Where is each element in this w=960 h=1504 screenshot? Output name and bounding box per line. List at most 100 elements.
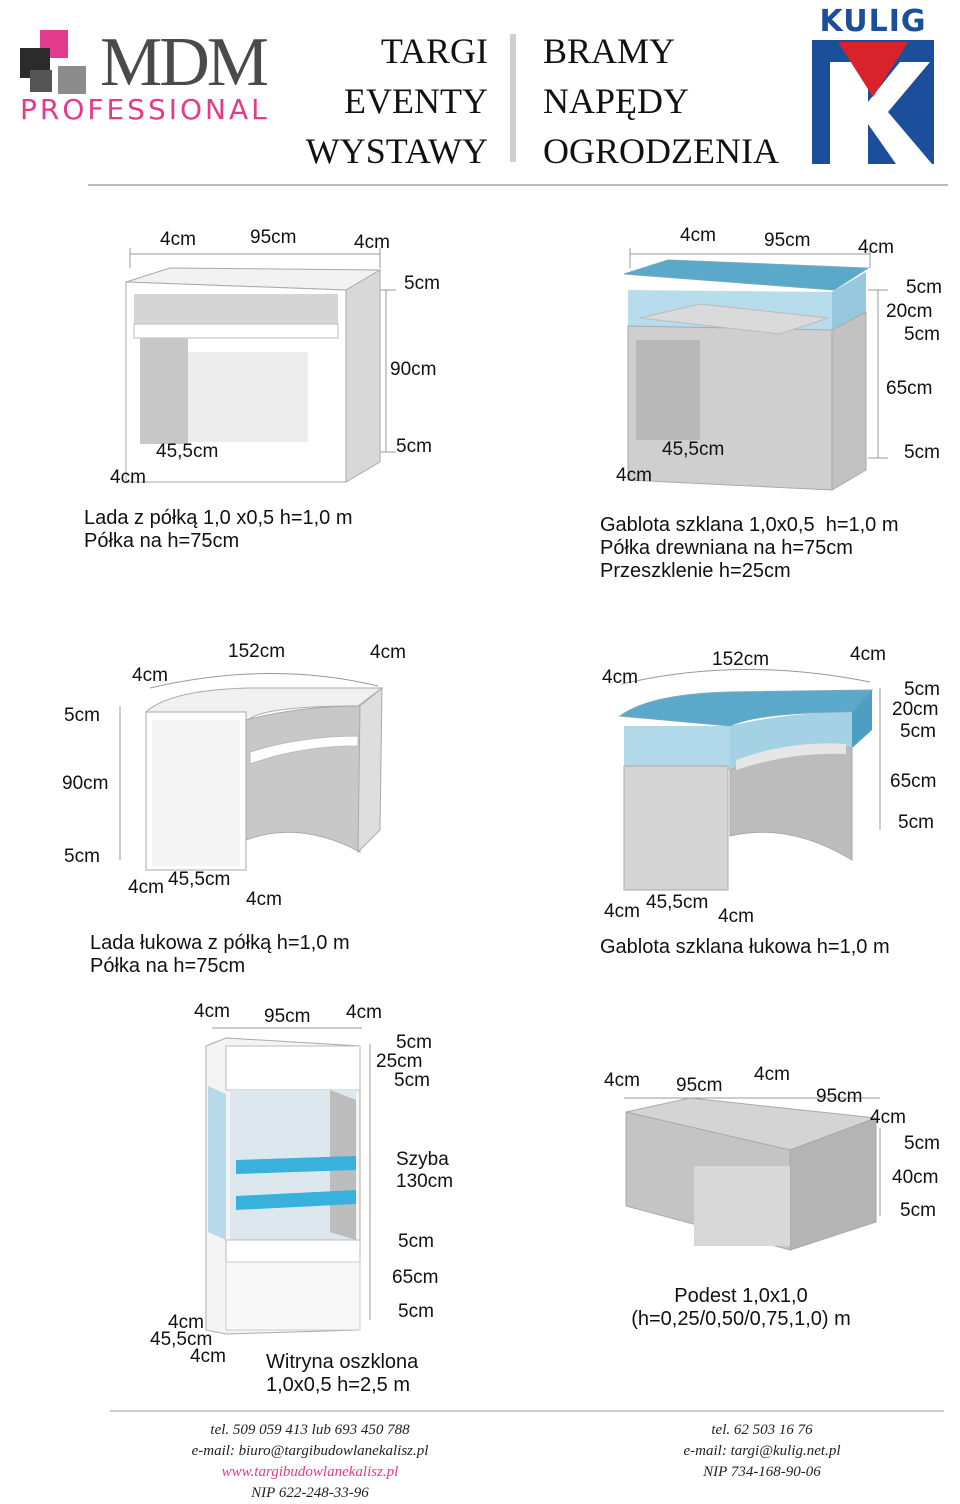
lada-dim-top-h: 5cm bbox=[404, 273, 440, 294]
ladaluk-dim-bottom-h: 5cm bbox=[64, 846, 100, 867]
witryna-dim-mid-h: 5cm bbox=[394, 1070, 430, 1091]
gablota-dim-main-w: 95cm bbox=[764, 230, 811, 251]
caption-line: Półka na h=75cm bbox=[84, 530, 240, 552]
gablota-dim-bottom-h: 5cm bbox=[904, 442, 940, 463]
header-right-line: OGRODZENIA bbox=[543, 131, 779, 171]
witryna-dim-edge-a: 4cm bbox=[168, 1312, 204, 1333]
footer-left-nip: NIP 622-248-33-96 bbox=[251, 1485, 369, 1501]
podest-dim-right-w: 4cm bbox=[870, 1107, 906, 1128]
gabluk-caption: Gablota szklana łukowa h=1,0 m bbox=[600, 936, 890, 959]
header-divider bbox=[88, 184, 948, 186]
footer-right-tel: tel. 62 503 16 76 bbox=[711, 1422, 813, 1438]
witryna-drawing bbox=[205, 1037, 361, 1335]
ladaluk-dim-edge-a: 4cm bbox=[128, 877, 164, 898]
witryna-dim-left-w: 4cm bbox=[194, 1001, 230, 1022]
ladaluk-dim-top-h: 5cm bbox=[64, 705, 100, 726]
header-left-line: TARGI bbox=[380, 31, 488, 71]
kulig-logo: KULIG bbox=[808, 2, 938, 166]
lada-dim-depth-edge: 4cm bbox=[110, 467, 146, 488]
witryna-dim-depth: 45,5cm bbox=[150, 1329, 213, 1350]
gablota-dim-glass-h: 20cm bbox=[886, 301, 933, 322]
gablota-dim-right-w: 4cm bbox=[858, 237, 894, 258]
witryna-dim-bottom-h: 5cm bbox=[398, 1301, 434, 1322]
header-left-list: TARGI EVENTY WYSTAWY bbox=[280, 26, 488, 176]
footer-left-email[interactable]: e-mail: biuro@targibudowlanekalisz.pl bbox=[191, 1443, 429, 1459]
witryna-dim-edge-b: 4cm bbox=[190, 1346, 226, 1367]
gablota-dim-body-h: 65cm bbox=[886, 378, 933, 399]
gabluk-dim-depth: 45,5cm bbox=[646, 892, 709, 913]
gabluk-dim-right-w: 4cm bbox=[850, 644, 886, 665]
gabluk-dim-glass-h: 20cm bbox=[892, 699, 939, 720]
header-right-line: BRAMY bbox=[543, 31, 676, 71]
lada-dim-right-w: 4cm bbox=[354, 232, 390, 253]
caption-line: Przeszklenie h=25cm bbox=[600, 560, 791, 582]
podest-caption: Podest 1,0x1,0(h=0,25/0,50/0,75,1,0) m bbox=[606, 1285, 876, 1331]
witryna-dim-glass-h: 130cm bbox=[396, 1171, 454, 1192]
witryna-dim-head-h: 25cm bbox=[376, 1051, 423, 1072]
header-left-line: WYSTAWY bbox=[305, 131, 488, 171]
footer-right: tel. 62 503 16 76 e-mail: targi@kulig.ne… bbox=[612, 1420, 912, 1483]
caption-line: (h=0,25/0,50/0,75,1,0) m bbox=[631, 1308, 851, 1330]
gablota-lukowa-drawing bbox=[618, 689, 874, 891]
lada-dim-bottom-h: 5cm bbox=[396, 436, 432, 457]
gablota-dim-depth: 45,5cm bbox=[662, 439, 725, 460]
lada-lukowa-drawing bbox=[144, 686, 384, 871]
header-left-line: EVENTY bbox=[344, 81, 488, 121]
gabluk-dim-body-h: 65cm bbox=[890, 771, 937, 792]
gabluk-dim-mid-h: 5cm bbox=[900, 721, 936, 742]
witryna-dim-main-w: 95cm bbox=[264, 1006, 311, 1027]
footer-left-www[interactable]: www.targibudowlanekalisz.pl bbox=[221, 1464, 399, 1480]
podest-dim-left-w: 4cm bbox=[604, 1070, 640, 1091]
podest-dim-top-h: 5cm bbox=[904, 1133, 940, 1154]
footer-right-nip: NIP 734-168-90-06 bbox=[703, 1464, 821, 1480]
ladaluk-dim-height: 90cm bbox=[62, 773, 109, 794]
podest-drawing bbox=[625, 1097, 877, 1251]
footer-divider bbox=[110, 1410, 944, 1412]
footer-left: tel. 509 059 413 lub 693 450 788 e-mail:… bbox=[140, 1420, 480, 1504]
footer-right-email[interactable]: e-mail: targi@kulig.net.pl bbox=[683, 1443, 841, 1459]
lada-dim-height: 90cm bbox=[390, 359, 437, 380]
caption-line: Gablota szklana 1,0x0,5 h=1,0 m bbox=[600, 514, 899, 536]
gablota-dim-depth-edge: 4cm bbox=[616, 465, 652, 486]
furniture-drawings bbox=[119, 248, 888, 1335]
ladaluk-dim-arc-w: 152cm bbox=[228, 641, 286, 662]
podest-dim-w1: 95cm bbox=[676, 1075, 723, 1096]
witryna-dim-right-w: 4cm bbox=[346, 1002, 382, 1023]
podest-dim-w2: 95cm bbox=[816, 1086, 863, 1107]
gabluk-dim-bottom-h: 5cm bbox=[898, 812, 934, 833]
podest-dim-height: 40cm bbox=[892, 1167, 939, 1188]
lada-dim-depth: 45,5cm bbox=[156, 441, 219, 462]
mdm-squares-icon bbox=[20, 30, 86, 94]
footer-left-tel: tel. 509 059 413 lub 693 450 788 bbox=[210, 1422, 410, 1438]
lada-dim-left-w: 4cm bbox=[160, 229, 196, 250]
gablota-dim-top-h: 5cm bbox=[906, 277, 942, 298]
ladaluk-dim-left-w: 4cm bbox=[132, 665, 168, 686]
caption-line: Półka drewniana na h=75cm bbox=[600, 537, 853, 559]
mdm-professional: PROFESSIONAL bbox=[20, 93, 270, 126]
mdm-logo: MDM PROFESSIONAL bbox=[14, 20, 294, 140]
witryna-dim-top-h: 5cm bbox=[396, 1032, 432, 1053]
ladaluk-dim-right-w: 4cm bbox=[370, 642, 406, 663]
caption-line: Podest 1,0x1,0 bbox=[674, 1285, 808, 1307]
gablota-drawing bbox=[623, 259, 870, 491]
witryna-dim-mid2-h: 5cm bbox=[398, 1231, 434, 1252]
gablota-dim-mid-h: 5cm bbox=[904, 324, 940, 345]
caption-line: Witryna oszklona bbox=[266, 1351, 419, 1373]
witryna-dim-glass-label: Szyba bbox=[396, 1149, 449, 1170]
ladaluk-dim-depth: 45,5cm bbox=[168, 869, 231, 890]
caption-line: Półka na h=75cm bbox=[90, 955, 246, 977]
gabluk-dim-edge-b: 4cm bbox=[718, 906, 754, 927]
kulig-brand: KULIG bbox=[819, 4, 927, 39]
gabluk-dim-edge-a: 4cm bbox=[604, 901, 640, 922]
header-separator bbox=[510, 34, 516, 162]
lada-dim-main-w: 95cm bbox=[250, 227, 297, 248]
caption-line: Lada łukowa z półką h=1,0 m bbox=[90, 932, 350, 954]
witryna-dim-body-h: 65cm bbox=[392, 1267, 439, 1288]
lada-drawing bbox=[125, 267, 382, 483]
mdm-brand: MDM bbox=[100, 24, 269, 101]
ladaluk-dim-edge-b: 4cm bbox=[246, 889, 282, 910]
caption-line: Lada z półką 1,0 x0,5 h=1,0 m bbox=[84, 507, 353, 529]
